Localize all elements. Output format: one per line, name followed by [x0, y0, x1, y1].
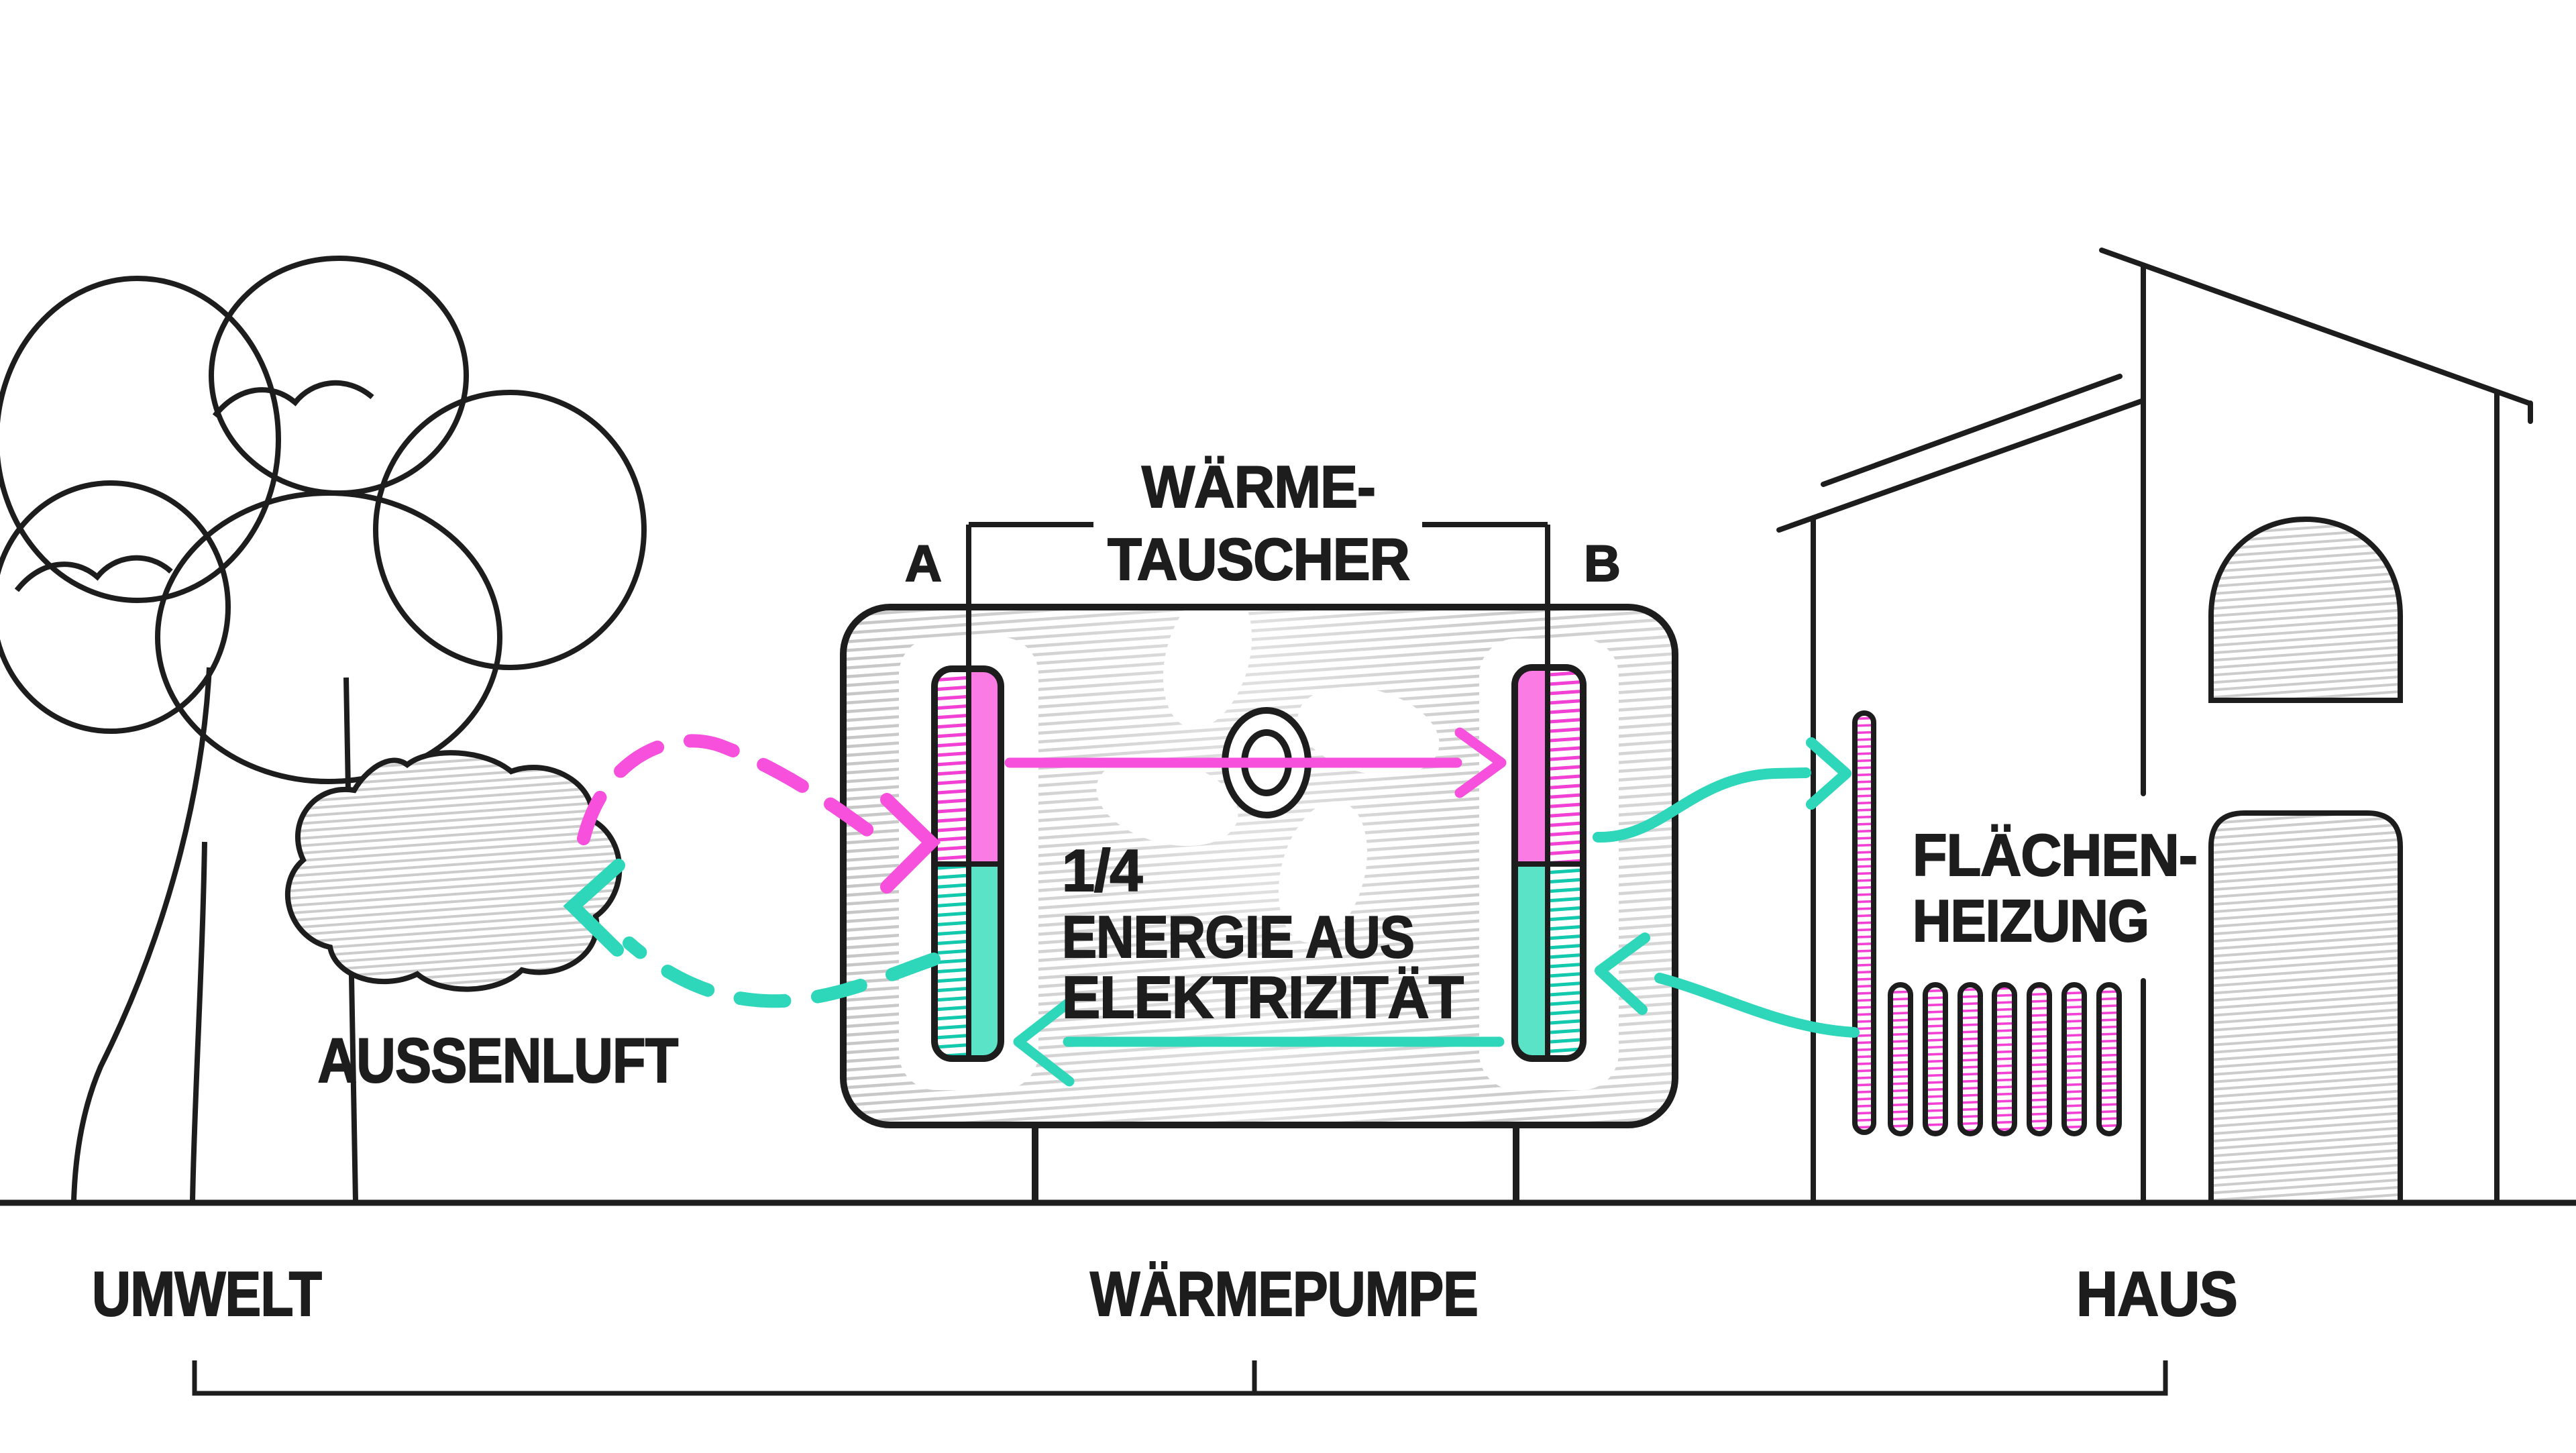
radiator-wall-icon — [1852, 710, 1876, 1135]
teal-supply-arrow-to-house — [1593, 737, 1851, 843]
cloud-icon — [285, 750, 623, 992]
house-icon — [1776, 248, 2533, 1205]
label-energy-2: ELEKTRIZITÄT — [1062, 964, 1463, 1030]
section-bracket — [192, 1360, 2168, 1396]
label-environment: UMWELT — [92, 1258, 321, 1329]
label-surface-heating-2: HEIZUNG — [1913, 887, 2149, 954]
label-heat-exchanger-2: TAUSCHER — [1108, 526, 1409, 592]
pink-dashed-arrow — [577, 734, 941, 894]
door-icon — [2208, 810, 2403, 1205]
teal-solid-arrow-b-to-a — [1013, 997, 1505, 1087]
window-icon — [2208, 516, 2403, 703]
bird-icon — [14, 555, 173, 592]
bird-icon — [212, 380, 374, 418]
pink-solid-arrow-a-to-b — [1004, 727, 1507, 798]
label-heat-exchanger-1: WÄRME- — [1142, 453, 1375, 520]
teal-return-arrow-to-pump — [1595, 932, 1860, 1038]
tree-icon — [0, 256, 647, 1201]
teal-dashed-arrow — [563, 859, 941, 1008]
label-exchanger-a: A — [905, 535, 941, 592]
label-energy-1: ENERGIE AUS — [1062, 904, 1414, 970]
house-main-roof — [2099, 248, 2532, 406]
label-energy-fraction: 1/4 — [1062, 837, 1142, 904]
heat-pump-box — [840, 522, 1678, 1201]
label-outside-air: AUSSENLUFT — [318, 1025, 678, 1095]
label-exchanger-b: B — [1584, 535, 1620, 592]
label-surface-heating-1: FLÄCHEN- — [1913, 822, 2197, 888]
annex-roof — [1776, 398, 2146, 533]
label-house: HAUS — [2076, 1258, 2237, 1329]
label-heat-pump: WÄRMEPUMPE — [1090, 1258, 1478, 1329]
radiator-floor-icon — [1888, 982, 2122, 1136]
exchanger-label-lines — [966, 522, 1550, 1059]
